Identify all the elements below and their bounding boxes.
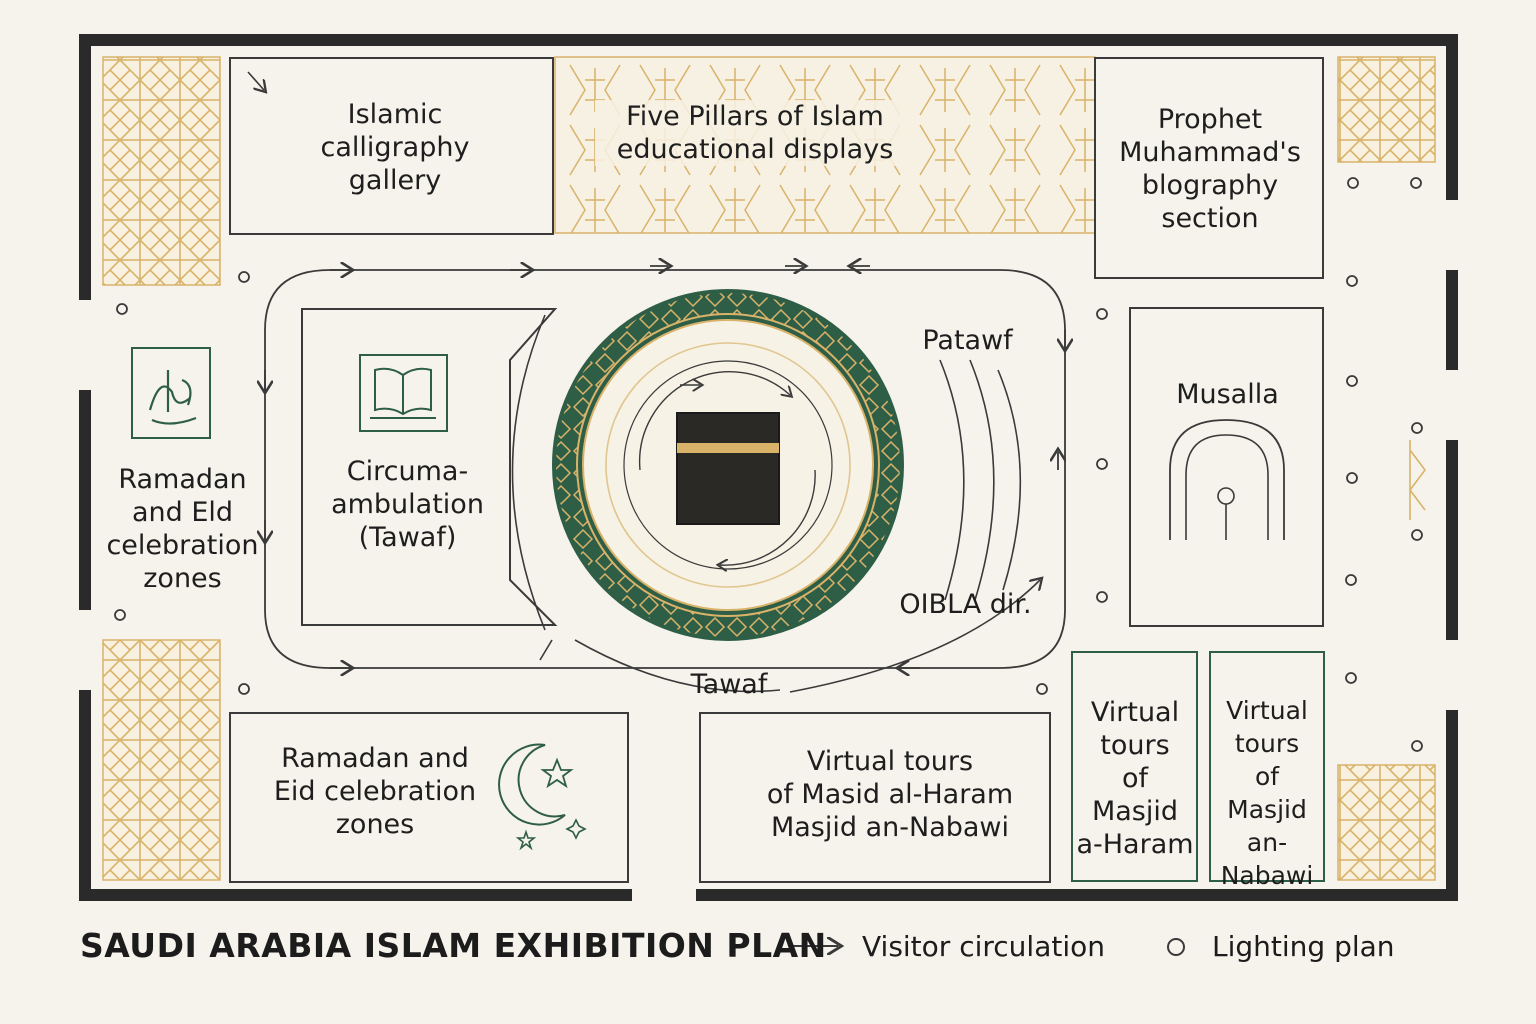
circulation-arrow: [539, 639, 553, 661]
visitor-circulation-loop: [264, 269, 1066, 669]
window-right-2: [1445, 370, 1459, 440]
light-point: [1346, 375, 1358, 387]
crescent-star-icon: [498, 743, 566, 826]
label-calligraphy-gallery: Islamic calligraphy gallery: [320, 99, 470, 196]
musalla-zone: [1129, 307, 1324, 627]
prophet-biography-zone: [1094, 57, 1324, 279]
star-icon: [515, 829, 537, 851]
patawf-arc: [997, 369, 1022, 591]
light-point: [114, 609, 126, 621]
light-point: [1036, 683, 1048, 695]
lattice-panel-top-left: [102, 56, 221, 286]
legend-light-icon: [1167, 938, 1185, 956]
virtual-tours-haram-zone: [1071, 651, 1198, 882]
label-five-pillars: Five Pillars of Islam educational displa…: [595, 100, 915, 166]
annotation-qibla: OIBLA dir.: [899, 589, 1032, 620]
label-circumambulation: Circuma- ambulation (Tawaf): [331, 456, 484, 553]
ramadan-bottom-zone: [229, 712, 629, 883]
window-right-1: [1445, 200, 1459, 270]
label-virtual-haram: Virtual tours of Masjid a-Haram: [1076, 697, 1194, 860]
entrance-left-upper: [78, 300, 92, 390]
light-point: [116, 303, 128, 315]
label-virtual-center: Virtual tours of Masid al-Haram Masjid a…: [766, 746, 1014, 843]
label-ramadan-bottom: Ramadan and Eid celebration zones: [273, 743, 477, 840]
book-pages: [370, 367, 436, 419]
light-point: [1347, 177, 1359, 189]
tawaf-path-bottom: [574, 639, 781, 693]
entrance-bottom: [632, 888, 696, 902]
calligraphy-stroke: [148, 370, 197, 425]
tawaf-inner-arrow: [638, 371, 790, 471]
entrance-arrow: [247, 71, 264, 90]
light-point: [1096, 591, 1108, 603]
wall-ornament-right: [1409, 440, 1426, 520]
mataf-inner-circle: [623, 360, 833, 570]
light-point: [238, 271, 250, 283]
entrance-left-lower: [78, 610, 92, 690]
tawaf-path-bottom-right: [789, 580, 1040, 693]
kaaba-gold-band: [677, 443, 779, 453]
light-point: [1096, 458, 1108, 470]
light-point: [1346, 275, 1358, 287]
label-musalla: Musalla: [1176, 379, 1279, 410]
annotation-patawf: Patawf: [922, 325, 1013, 356]
star-icon: [565, 818, 587, 840]
lattice-panel-bottom-right: [1337, 764, 1436, 881]
mihrab-inner: [1185, 434, 1269, 540]
light-point: [1411, 740, 1423, 752]
tawaf-inner-arrow: [720, 469, 816, 565]
mataf-inner-circle: [605, 342, 851, 588]
light-point: [1345, 672, 1357, 684]
window-right-3: [1445, 640, 1459, 710]
annotation-tawaf: Tawaf: [690, 669, 768, 700]
light-point: [1096, 308, 1108, 320]
lattice-panel-top-right: [1337, 56, 1436, 163]
virtual-tours-center-zone: [699, 712, 1051, 883]
kaaba-icon: [676, 412, 780, 525]
patawf-arc: [939, 359, 965, 601]
light-point: [238, 683, 250, 695]
lattice-panel-bottom-left: [102, 639, 221, 881]
patawf-arc: [969, 359, 995, 601]
star-icon: [540, 757, 574, 789]
tawaf-path-inner: [511, 314, 546, 631]
light-point: [1411, 422, 1423, 434]
mihrab-icon: [1169, 419, 1285, 540]
light-point: [1346, 472, 1358, 484]
light-point: [1411, 529, 1423, 541]
light-point: [1410, 177, 1422, 189]
plan-title: SAUDI ARABIA ISLAM EXHIBITION PLAN: [80, 926, 827, 965]
lighting-plan-points: [114, 177, 1423, 752]
legend-lighting-label: Lighting plan: [1212, 930, 1395, 963]
calligraphy-gallery-zone: [229, 57, 554, 235]
virtual-tours-nabawi-zone: [1209, 651, 1325, 882]
label-virtual-nabawi: Virtual tours of Masjid an-Nabawi: [1220, 696, 1314, 890]
light-point: [1345, 574, 1357, 586]
label-prophet-biography: Prophet Muhammad's blography section: [1119, 104, 1301, 234]
label-ramadan-left: Ramadan and Eld celebration zones: [106, 464, 259, 594]
legend-circulation-label: Visitor circulation: [862, 930, 1105, 963]
